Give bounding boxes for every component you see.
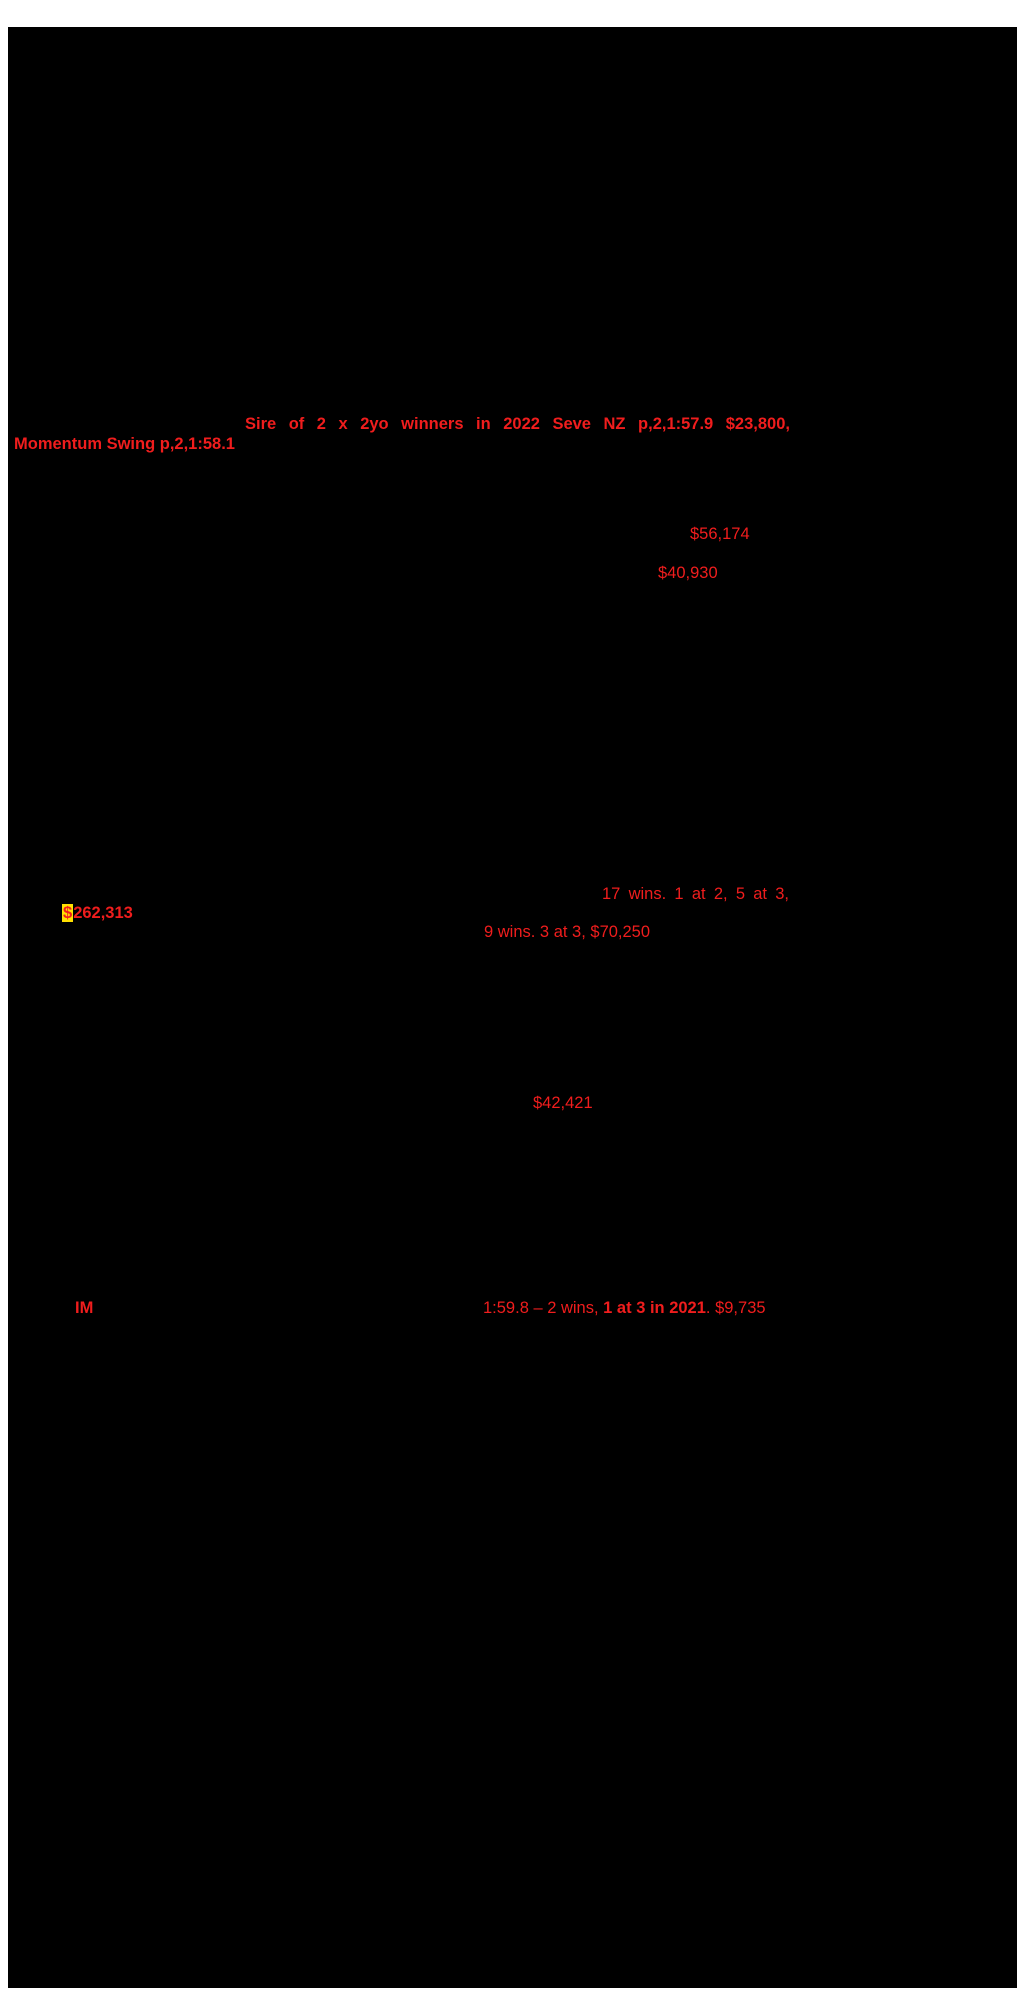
sire-note-line1: Sire of 2 x 2yo winners in 2022 Seve NZ … <box>245 415 790 433</box>
earnings-highlighted: $262,313 <box>62 904 133 923</box>
catalog-page-scan <box>8 27 1017 1988</box>
record-note-suffix: . $9,735 <box>705 1299 766 1317</box>
record-note-bold: 1 at 3 in 2021 <box>603 1299 706 1317</box>
earnings-highlight-amount: 262,313 <box>73 904 133 922</box>
record-note: 1:59.8 – 2 wins, 1 at 3 in 2021. $9,735 <box>483 1299 766 1318</box>
earnings-amount-2: $40,930 <box>658 564 718 582</box>
record-note-prefix: 1:59.8 – 2 wins, <box>483 1299 604 1317</box>
earnings-amount-3: $42,421 <box>533 1094 593 1112</box>
im-label: IM <box>75 1299 94 1317</box>
sire-note-line2: Momentum Swing p,2,1:58.1 <box>14 435 235 453</box>
earnings-amount-1: $56,174 <box>690 525 750 543</box>
currency-highlight: $ <box>62 904 74 922</box>
wins-note-1: 17 wins. 1 at 2, 5 at 3, <box>602 885 789 903</box>
wins-note-2: 9 wins. 3 at 3, $70,250 <box>484 923 651 941</box>
